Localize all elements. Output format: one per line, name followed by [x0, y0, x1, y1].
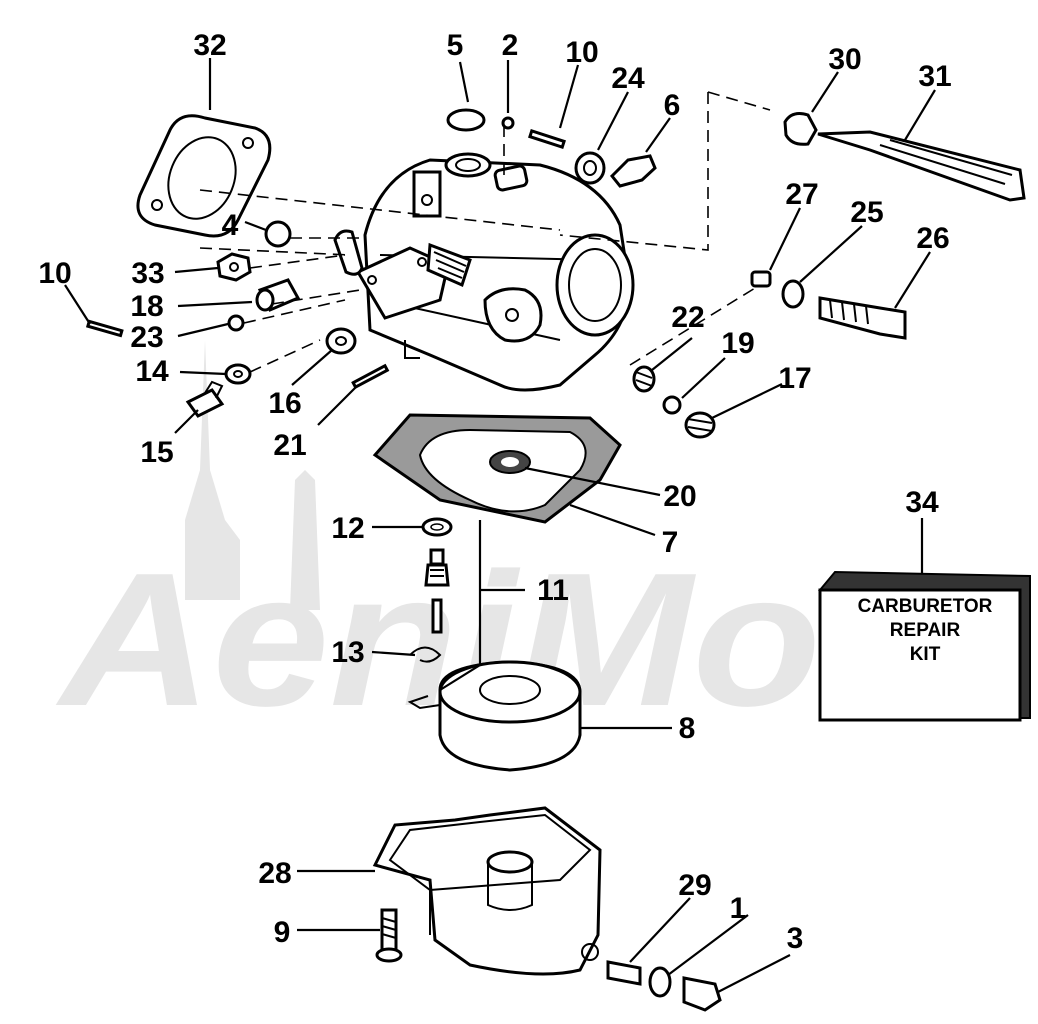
part-6-jet: [609, 154, 657, 188]
callout-34: 34: [905, 486, 939, 519]
part-28-float-bowl: [372, 806, 602, 976]
part-14-washer: [224, 363, 252, 385]
watermark-church-silhouette: [185, 340, 240, 600]
kit-label-line2: REPAIR: [890, 620, 961, 641]
callout-24: 24: [611, 62, 645, 95]
callout-13: 13: [331, 636, 364, 669]
part-17-spring: [684, 411, 716, 439]
callout-21: 21: [273, 429, 306, 462]
assembly-lines: [199, 91, 771, 373]
callout-31: 31: [918, 60, 951, 93]
callout-33: 33: [131, 257, 164, 290]
part-11-needle-seat: [409, 517, 453, 663]
callout-32: 32: [193, 29, 226, 62]
callout-17: 17: [778, 362, 811, 395]
part-carburetor-body: [333, 152, 635, 392]
callout-19: 19: [721, 327, 754, 360]
callout-12: 12: [331, 512, 364, 545]
callout-10-left: 10: [38, 257, 71, 290]
part-29-screw: [606, 960, 642, 986]
callout-27: 27: [785, 178, 818, 211]
part-9-screw: [375, 908, 403, 963]
callout-20: 20: [663, 480, 696, 513]
callout-1: 1: [730, 892, 747, 925]
leader-lines: [64, 58, 936, 993]
part-24-washer: [574, 151, 606, 185]
callout-11: 11: [537, 574, 569, 607]
callout-10-top: 10: [565, 36, 598, 69]
part-30-knob: [783, 112, 818, 146]
callout-23: 23: [130, 321, 163, 354]
part-16-washer: [325, 327, 357, 355]
part-5-plug: [446, 108, 486, 132]
callout-9: 9: [274, 916, 291, 949]
callout-30: 30: [828, 43, 861, 76]
callout-7: 7: [662, 526, 679, 559]
watermark-tower-silhouette: [290, 470, 320, 610]
callout-3: 3: [787, 922, 804, 955]
part-18-bushing: [255, 278, 301, 312]
part-26-screw: [818, 296, 907, 340]
callout-22: 22: [671, 301, 704, 334]
part-3-plug: [682, 976, 722, 1012]
part-15-screw: [185, 380, 225, 418]
part-31-needle-valve: [817, 130, 1026, 202]
callout-5: 5: [447, 29, 464, 62]
callout-28: 28: [258, 857, 291, 890]
callout-16: 16: [268, 387, 301, 420]
part-2-ball: [501, 116, 515, 130]
part-1-washer: [648, 966, 672, 998]
part-10-pin-top: [528, 129, 566, 149]
part-20-washer: [489, 450, 531, 474]
part-34-repair-kit: CARBURETOR REPAIR KIT: [817, 570, 1031, 722]
part-10-pin-left: [85, 319, 124, 338]
callout-26: 26: [916, 222, 949, 255]
part-27-nut: [750, 270, 772, 288]
part-21-pin: [351, 363, 390, 390]
part-25-washer: [781, 279, 805, 309]
callout-29: 29: [678, 869, 711, 902]
part-19-oring: [662, 395, 682, 415]
part-32-flange-gasket: [136, 114, 272, 238]
part-8-float: [407, 660, 582, 772]
part-22-spring: [632, 365, 656, 393]
part-33-nut: [216, 252, 252, 282]
callout-4: 4: [222, 209, 239, 242]
kit-label-line1: CARBURETOR: [858, 596, 993, 617]
callout-6: 6: [664, 89, 681, 122]
callout-14: 14: [135, 355, 169, 388]
callout-8: 8: [679, 712, 696, 745]
callout-15: 15: [140, 436, 173, 469]
part-4-plug: [264, 220, 292, 248]
kit-label-line3: KIT: [910, 644, 941, 665]
callout-2: 2: [502, 29, 519, 62]
part-23-oring: [227, 314, 245, 332]
callout-25: 25: [850, 196, 883, 229]
callouts: 1 2 3 4 5 6 7 8 9 10 10 11 12 13 14 15 1…: [38, 29, 951, 955]
callout-18: 18: [130, 290, 163, 323]
